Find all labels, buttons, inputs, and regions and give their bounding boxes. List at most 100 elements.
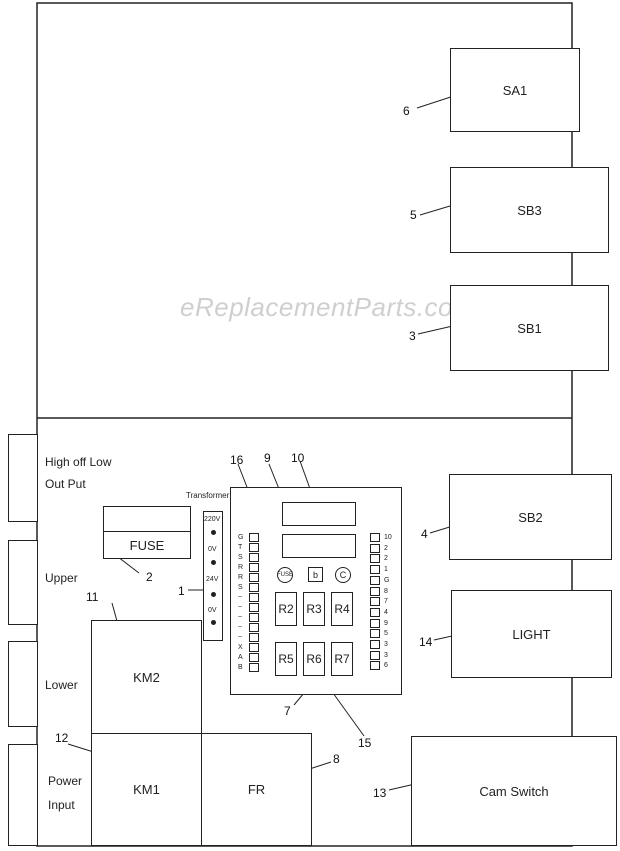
fuse-label: FUSE — [129, 537, 165, 553]
right-terminal — [370, 597, 380, 607]
upper-terminal-box — [8, 540, 38, 625]
tap-dot — [211, 560, 216, 565]
left-terminal — [249, 663, 259, 672]
left-terminal-label: S — [238, 554, 243, 561]
left-terminal — [249, 533, 259, 542]
right-terminal — [370, 618, 380, 628]
left-terminal — [249, 553, 259, 562]
board-display-slot-2 — [282, 534, 356, 558]
board-c-part: C — [335, 567, 351, 583]
left-terminal-label: T — [238, 544, 243, 551]
km2-label: KM2 — [133, 669, 160, 685]
right-terminal-label: 2 — [384, 544, 388, 552]
relay-r3: R3 — [303, 592, 325, 626]
right-terminal — [370, 650, 380, 660]
power-label: Power — [48, 774, 83, 788]
right-terminal-label: G — [384, 576, 390, 584]
relay-r2-label: R2 — [278, 602, 294, 616]
watermark: eReplacementParts.com — [180, 292, 476, 322]
cam-switch-label: Cam Switch — [479, 783, 549, 799]
left-terminal-label: ~ — [238, 594, 243, 601]
upper-label: Upper — [45, 571, 78, 585]
fr-label: FR — [247, 782, 266, 797]
left-terminal — [249, 653, 259, 662]
left-terminal-label: R — [238, 564, 244, 571]
board-c-label: C — [339, 570, 347, 580]
tap-dot — [211, 620, 216, 625]
relay-r7-label: R7 — [334, 652, 350, 666]
relay-r7: R7 — [331, 642, 353, 676]
input-label: Input — [48, 798, 75, 812]
right-terminal-label: 9 — [384, 619, 388, 627]
right-terminal — [370, 586, 380, 596]
relay-r4-label: R4 — [334, 602, 350, 616]
left-terminal-label: ~ — [238, 604, 243, 611]
board-display-slot-1 — [282, 502, 356, 526]
right-terminal — [370, 543, 380, 553]
km1-contactor: KM1 — [91, 733, 202, 846]
left-terminal-label: R — [238, 574, 244, 581]
left-terminal-label: X — [238, 644, 243, 651]
left-terminal — [249, 633, 259, 642]
right-terminal — [370, 661, 380, 671]
sb1-label: SB1 — [517, 320, 542, 336]
power-input-terminal-box — [8, 744, 38, 846]
left-terminal — [249, 543, 259, 552]
relay-r6-label: R6 — [306, 652, 322, 666]
callout-7: 7 — [284, 704, 291, 718]
right-terminal — [370, 565, 380, 575]
relay-r5: R5 — [275, 642, 297, 676]
callout-5: 5 — [410, 208, 417, 222]
right-terminal — [370, 629, 380, 639]
right-terminal-label: 2 — [384, 555, 388, 563]
sb2-label: SB2 — [518, 509, 543, 525]
relay-r6: R6 — [303, 642, 325, 676]
left-terminal-label: ~ — [238, 614, 243, 621]
callout-11: 11 — [86, 590, 99, 604]
callout-12: 12 — [55, 731, 69, 745]
right-terminal-label: 8 — [384, 587, 388, 595]
callout-8: 8 — [333, 752, 340, 766]
sb3-label: SB3 — [517, 202, 542, 218]
high-off-low-label: High off Low — [45, 455, 112, 469]
light-label: LIGHT — [512, 626, 551, 642]
right-terminal — [370, 575, 380, 585]
board-b-label: b — [312, 569, 318, 580]
board-fuse-icon: FUSE — [277, 567, 293, 583]
left-terminal — [249, 613, 259, 622]
right-terminal — [370, 640, 380, 649]
board-fuse-label: FUSE — [277, 572, 294, 578]
left-terminal — [249, 603, 259, 612]
fuse: FUSE — [103, 531, 191, 559]
right-terminal-label: 4 — [384, 608, 388, 616]
tap-dot — [211, 592, 216, 597]
right-terminal-label: 1 — [384, 566, 388, 574]
callout-14: 14 — [419, 635, 433, 649]
callout-13: 13 — [373, 786, 387, 800]
right-terminal — [370, 533, 380, 542]
sb1-button: SB1 — [450, 285, 609, 371]
relay-r2: R2 — [275, 592, 297, 626]
right-terminal — [370, 554, 380, 564]
right-terminal-label: 5 — [384, 630, 388, 638]
left-terminal — [249, 643, 259, 652]
left-terminal-label: B — [238, 664, 243, 671]
callout-10: 10 — [291, 451, 305, 465]
lower-terminal-box — [8, 641, 38, 727]
tap-24v: 24V — [206, 576, 219, 583]
callout-2: 2 — [146, 570, 153, 584]
callout-4: 4 — [421, 527, 428, 541]
left-terminal-label: S — [238, 584, 243, 591]
out-put-label: Out Put — [45, 477, 86, 491]
km1-label: KM1 — [133, 782, 160, 797]
right-terminal-label: 10 — [384, 534, 392, 541]
left-terminal — [249, 563, 259, 572]
callout-1: 1 — [178, 584, 185, 598]
lower-label: Lower — [45, 678, 78, 692]
left-terminal — [249, 583, 259, 592]
tap-dot — [211, 530, 216, 535]
tap-0v-1: 0V — [208, 546, 217, 553]
transformer-label: Transformer — [186, 491, 230, 500]
left-terminal — [249, 623, 259, 632]
callout-9: 9 — [264, 451, 271, 465]
